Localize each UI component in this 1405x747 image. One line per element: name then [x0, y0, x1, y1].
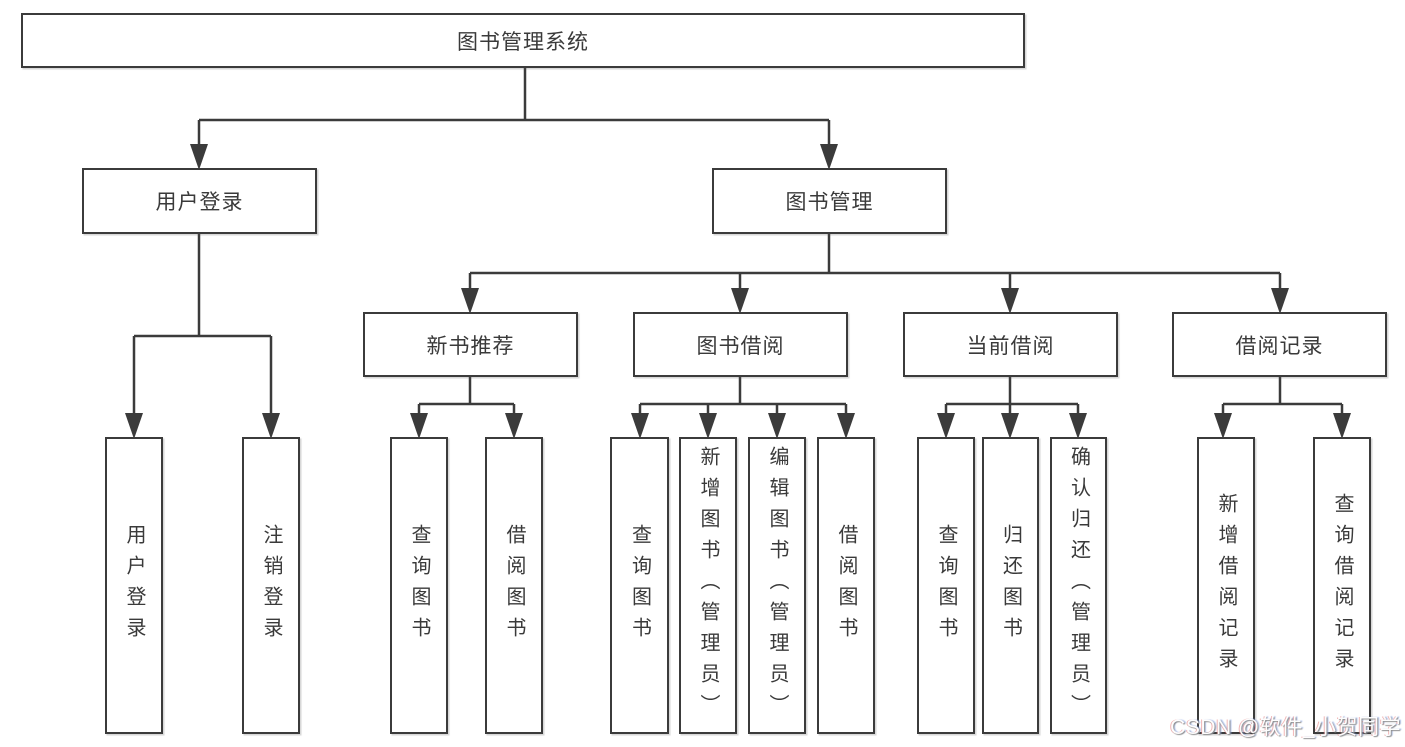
- node-label: 查询图书: [628, 523, 651, 648]
- connector-root-to-level2: [190, 68, 838, 170]
- leaf-current-query-books: 查询图书: [917, 437, 975, 734]
- node-label: 用户登录: [155, 191, 244, 214]
- leaf-borrow-query-books: 查询图书: [610, 437, 669, 734]
- connector-user-login-children: [125, 234, 280, 439]
- connector-new-book-children: [410, 377, 523, 439]
- node-current-borrow: 当前借阅: [903, 312, 1118, 377]
- connector-book-borrow-children: [631, 377, 855, 439]
- node-label: 归还图书: [999, 523, 1022, 648]
- leaf-borrow-add-books-admin: 新增图书（管理员）: [679, 437, 737, 734]
- node-label: 查询图书: [408, 523, 430, 648]
- node-book-management: 图书管理: [712, 168, 947, 234]
- node-label: 查询借阅记录: [1331, 492, 1353, 679]
- node-label: 新增借阅记录: [1215, 492, 1237, 679]
- leaf-record-add-borrow-record: 新增借阅记录: [1197, 437, 1255, 734]
- node-user-login: 用户登录: [82, 168, 317, 234]
- leaf-borrow-borrow-books: 借阅图书: [817, 437, 875, 734]
- node-new-book-recommend: 新书推荐: [363, 312, 578, 377]
- leaf-current-confirm-return-admin: 确认归还（管理员）: [1050, 437, 1107, 734]
- connector-borrow-record-children: [1214, 377, 1351, 439]
- node-label: 图书管理系统: [457, 30, 589, 54]
- leaf-newbook-borrow-books: 借阅图书: [485, 437, 543, 734]
- node-label: 确认归还（管理员）: [1067, 446, 1090, 725]
- node-label: 注销登录: [260, 523, 282, 648]
- leaf-user-login: 用户登录: [105, 437, 163, 734]
- node-label: 编辑图书（管理员）: [766, 446, 788, 725]
- node-label: 借阅图书: [835, 523, 857, 648]
- node-label: 查询图书: [935, 523, 957, 648]
- node-label: 新增图书（管理员）: [697, 446, 719, 725]
- node-label: 借阅记录: [1235, 334, 1324, 358]
- node-label: 用户登录: [123, 523, 145, 648]
- leaf-borrow-edit-books-admin: 编辑图书（管理员）: [748, 437, 806, 734]
- leaf-current-return-books: 归还图书: [982, 437, 1039, 734]
- node-label: 借阅图书: [503, 523, 525, 648]
- connector-book-mgmt-to-level3: [461, 234, 1289, 314]
- node-borrow-records: 借阅记录: [1172, 312, 1387, 377]
- node-label: 图书借阅: [696, 334, 785, 358]
- node-book-borrow: 图书借阅: [633, 312, 848, 377]
- node-label: 图书管理: [785, 191, 874, 214]
- node-library-management-system: 图书管理系统: [21, 13, 1025, 68]
- leaf-record-query-borrow-record: 查询借阅记录: [1313, 437, 1371, 734]
- node-label: 当前借阅: [966, 334, 1055, 358]
- leaf-logout-login: 注销登录: [242, 437, 300, 734]
- leaf-newbook-query-books: 查询图书: [390, 437, 448, 734]
- connector-current-borrow-children: [937, 377, 1087, 439]
- node-label: 新书推荐: [426, 334, 515, 358]
